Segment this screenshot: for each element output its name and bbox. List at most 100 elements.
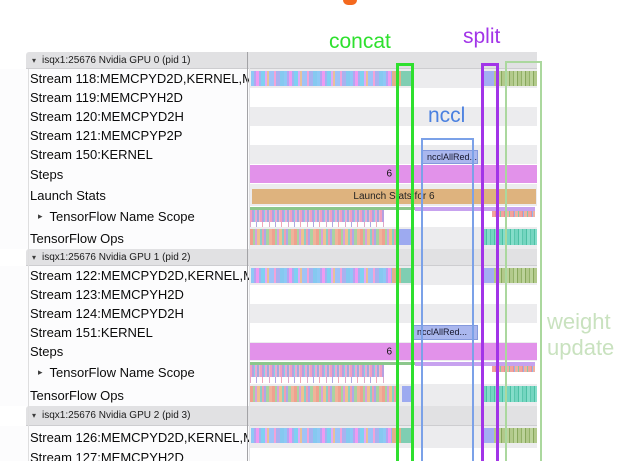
collapse-triangle-icon[interactable]: ▾: [32, 411, 37, 420]
step-bar[interactable]: 6: [250, 165, 537, 183]
concat-event-segment[interactable]: [401, 71, 414, 86]
clipped-orange-annotation: [343, 0, 357, 5]
kernel-event-segment[interactable]: [392, 428, 401, 443]
track-steps-gpu0: 6: [250, 164, 622, 184]
step-number: 6: [386, 346, 392, 357]
tf-ops-weight-update-segment[interactable]: [483, 386, 537, 402]
row-stream-118: Stream 118:MEMCPYD2D,KERNEL,ME: [0, 69, 622, 88]
row-label-steps-gpu1: Steps: [0, 342, 250, 361]
tf-ops-weight-update-segment[interactable]: [483, 229, 537, 245]
row-label-stream-124: Stream 124:MEMCPYD2H: [0, 304, 250, 323]
track-tf-name-scope-gpu1: [250, 361, 622, 384]
track-stream-122: [250, 266, 622, 285]
split-event-segment[interactable]: [482, 428, 494, 443]
name-scope-events-bar[interactable]: [250, 365, 384, 383]
expand-triangle-icon[interactable]: ▸: [38, 367, 43, 377]
nccl-allreduce-event-bar[interactable]: ncclAllRed...: [422, 150, 478, 164]
gpu1-group-header[interactable]: ▾ isqx1:25676 Nvidia GPU 1 (pid 2): [0, 249, 622, 266]
name-scope-top-bar-violet[interactable]: [415, 207, 535, 211]
row-stream-126: Stream 126:MEMCPYD2D,KERNEL,MI: [0, 426, 622, 448]
kernel-event-segment[interactable]: [392, 268, 401, 283]
tf-ops-split-segment[interactable]: [397, 229, 413, 245]
row-stream-150: Stream 150:KERNEL ncclAllRed...: [0, 145, 622, 164]
row-stream-127: Stream 127:MEMCPYH2D: [0, 448, 622, 461]
row-tf-ops-gpu0: TensorFlow Ops: [0, 227, 622, 249]
concat-event-segment[interactable]: [401, 268, 414, 283]
name-scope-right-events[interactable]: [492, 211, 535, 217]
launch-stats-bar[interactable]: Launch Stats for 6: [252, 189, 536, 204]
row-steps-gpu0: Steps 6: [0, 164, 622, 184]
row-stream-122: Stream 122:MEMCPYD2D,KERNEL,MI: [0, 266, 622, 285]
gpu0-group-title: isqx1:25676 Nvidia GPU 0 (pid 1): [42, 54, 191, 66]
trace-area: ▾ isqx1:25676 Nvidia GPU 0 (pid 1) Strea…: [0, 52, 622, 461]
row-launch-stats: Launch Stats Launch Stats for 6: [0, 184, 622, 206]
kernel-events-bar[interactable]: [251, 428, 392, 443]
row-label-stream-150: Stream 150:KERNEL: [0, 145, 250, 164]
track-stream-118: [250, 69, 622, 88]
row-tf-name-scope-gpu1: ▸ TensorFlow Name Scope: [0, 361, 622, 384]
weight-update-events-bar[interactable]: [494, 428, 537, 443]
step-bar[interactable]: 6: [250, 343, 537, 360]
weight-update-events-bar[interactable]: [494, 268, 537, 283]
track-tf-ops-gpu1: [250, 384, 622, 406]
concat-event-segment[interactable]: [401, 428, 414, 443]
row-label-stream-118: Stream 118:MEMCPYD2D,KERNEL,ME: [0, 69, 250, 88]
track-stream-124: [250, 304, 622, 323]
tf-ops-events-bar[interactable]: [250, 386, 397, 402]
weight-update-events-bar[interactable]: [494, 71, 537, 86]
timeline-left-edge-line: [249, 52, 250, 461]
name-scope-top-bar-violet[interactable]: [415, 362, 535, 366]
track-stream-119: [250, 88, 622, 107]
tf-name-scope-label: TensorFlow Name Scope: [49, 365, 195, 380]
row-stream-120: Stream 120:MEMCPYD2H: [0, 107, 622, 126]
row-label-launch-stats: Launch Stats: [0, 184, 250, 206]
gpu0-header-band[interactable]: ▾ isqx1:25676 Nvidia GPU 0 (pid 1): [26, 52, 537, 69]
gpu1-group-title: isqx1:25676 Nvidia GPU 1 (pid 2): [42, 251, 191, 263]
tf-name-scope-label: TensorFlow Name Scope: [49, 209, 195, 224]
label-timeline-divider[interactable]: [247, 52, 248, 461]
gpu2-group-title: isqx1:25676 Nvidia GPU 2 (pid 3): [42, 410, 191, 421]
tf-ops-split-segment[interactable]: [402, 386, 413, 402]
collapse-triangle-icon[interactable]: ▾: [32, 55, 37, 65]
nccl-allreduce-event-bar[interactable]: ncclAllRed...: [412, 325, 478, 340]
name-scope-top-bar-green[interactable]: [250, 362, 415, 365]
name-scope-events-bar[interactable]: [250, 210, 384, 228]
split-annotation-label: split: [463, 25, 501, 48]
split-event-segment[interactable]: [482, 268, 494, 283]
gpu2-header-band[interactable]: ▾ isqx1:25676 Nvidia GPU 2 (pid 3): [26, 406, 537, 426]
expand-triangle-icon[interactable]: ▸: [38, 211, 43, 221]
row-label-stream-126: Stream 126:MEMCPYD2D,KERNEL,MI: [0, 426, 250, 448]
track-stream-150: ncclAllRed...: [250, 145, 622, 164]
row-stream-151: Stream 151:KERNEL ncclAllRed...: [0, 323, 622, 342]
step-number: 6: [386, 168, 392, 180]
row-label-tf-name-scope-gpu1[interactable]: ▸ TensorFlow Name Scope: [0, 361, 250, 384]
tf-ops-events-bar[interactable]: [250, 229, 397, 245]
name-scope-right-events[interactable]: [492, 366, 535, 372]
row-label-stream-127: Stream 127:MEMCPYH2D: [0, 448, 250, 461]
gpu1-header-band[interactable]: ▾ isqx1:25676 Nvidia GPU 1 (pid 2): [26, 249, 537, 266]
row-label-tf-ops-gpu0: TensorFlow Ops: [0, 227, 250, 249]
kernel-event-segment[interactable]: [392, 71, 401, 86]
kernel-events-bar[interactable]: [251, 268, 392, 283]
name-scope-top-bar-green[interactable]: [250, 207, 415, 210]
row-label-tf-name-scope-gpu0[interactable]: ▸ TensorFlow Name Scope: [0, 206, 250, 227]
row-stream-124: Stream 124:MEMCPYD2H: [0, 304, 622, 323]
track-stream-121: [250, 126, 622, 145]
row-tf-ops-gpu1: TensorFlow Ops: [0, 384, 622, 406]
track-stream-120: [250, 107, 622, 126]
gpu2-group-header[interactable]: ▾ isqx1:25676 Nvidia GPU 2 (pid 3): [0, 406, 622, 426]
gpu0-group-header[interactable]: ▾ isqx1:25676 Nvidia GPU 0 (pid 1): [0, 52, 622, 69]
row-stream-119: Stream 119:MEMCPYH2D: [0, 88, 622, 107]
track-stream-127: [250, 448, 622, 461]
row-label-stream-119: Stream 119:MEMCPYH2D: [0, 88, 250, 107]
kernel-events-bar[interactable]: [251, 71, 392, 86]
collapse-triangle-icon[interactable]: ▾: [32, 252, 37, 262]
split-event-segment[interactable]: [482, 71, 494, 86]
track-tf-ops-gpu0: [250, 227, 622, 249]
row-steps-gpu1: Steps 6: [0, 342, 622, 361]
row-label-steps-gpu0: Steps: [0, 164, 250, 184]
row-label-stream-123: Stream 123:MEMCPYH2D: [0, 285, 250, 304]
row-label-stream-151: Stream 151:KERNEL: [0, 323, 250, 342]
row-stream-121: Stream 121:MEMCPYP2P: [0, 126, 622, 145]
